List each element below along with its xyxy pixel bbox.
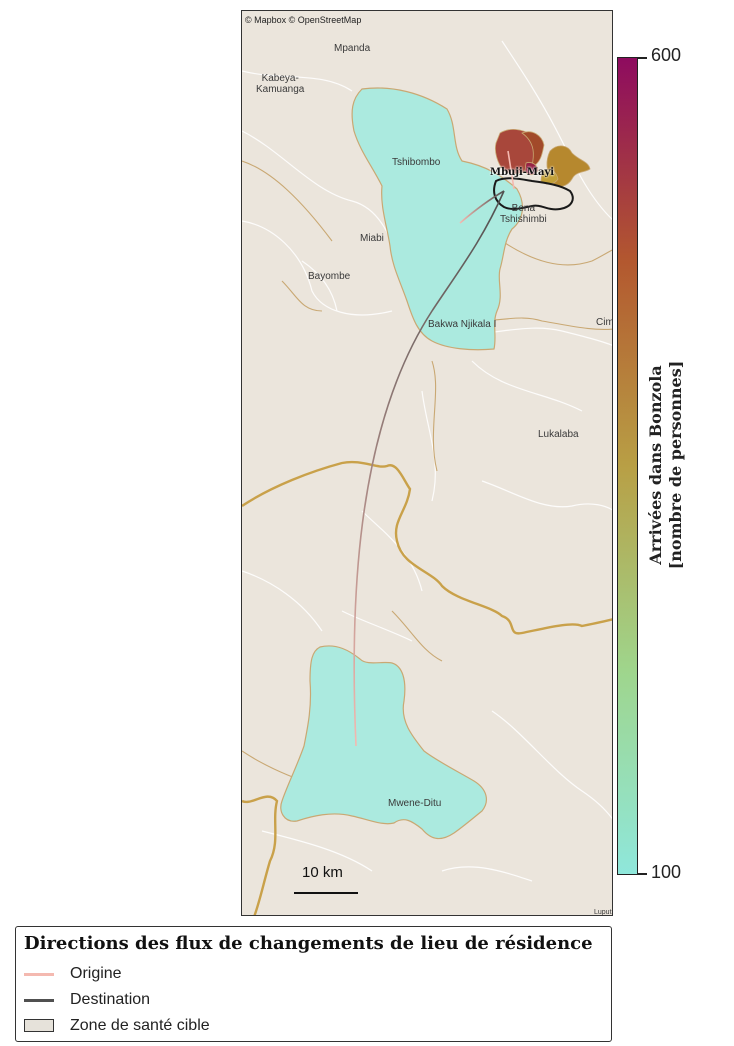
zone-tshibombo <box>351 87 524 351</box>
place-bayombe: Bayombe <box>308 271 351 282</box>
arrivals-choropleth <box>495 129 591 187</box>
colorbar-tick-min <box>638 873 647 875</box>
place-tshibombo: Tshibombo <box>392 157 441 168</box>
legend-swatch-origine <box>24 973 54 976</box>
legend: Directions des flux de changements de li… <box>15 926 612 1042</box>
health-zones <box>280 87 524 840</box>
place-lukalaba: Lukalaba <box>538 429 579 440</box>
zone-mwene-ditu <box>280 645 488 840</box>
place-miabi: Miabi <box>360 233 384 244</box>
colorbar <box>617 57 638 875</box>
scale-label: 10 km <box>302 864 343 881</box>
choropleth-zone-4 <box>524 162 539 176</box>
legend-label-zone-cible: Zone de santé cible <box>70 1017 210 1034</box>
place-bena-tshishimbi: Bena Tshishimbi <box>500 203 547 225</box>
place-luput: Luput <box>594 909 612 916</box>
place-bakwa-njikala: Bakwa Njikala I <box>428 319 497 330</box>
legend-label-origine: Origine <box>70 965 122 982</box>
colorbar-tick-max <box>638 57 647 59</box>
map-canvas <box>242 40 612 915</box>
choropleth-zone-2 <box>521 131 545 168</box>
place-mwene-ditu: Mwene-Ditu <box>388 798 442 809</box>
legend-title: Directions des flux de changements de li… <box>24 933 593 954</box>
scale-bar <box>294 892 358 894</box>
map-panel[interactable]: © Mapbox © OpenStreetMap Mpanda Kabeya- … <box>241 10 613 916</box>
legend-swatch-destination <box>24 999 54 1002</box>
target-zone-outline <box>493 177 574 211</box>
flow-arc-bena <box>459 190 505 224</box>
place-mpanda: Mpanda <box>334 43 371 54</box>
colorbar-title-line1: Arrivées dans Bonzola <box>646 365 665 565</box>
province-borders <box>242 460 612 915</box>
place-cimi: Cimi <box>596 317 613 328</box>
map-attribution: © Mapbox © OpenStreetMap <box>245 15 362 25</box>
legend-label-destination: Destination <box>70 991 151 1008</box>
place-kabeya-kamuanga: Kabeya- Kamuanga <box>256 73 305 95</box>
colorbar-title-line2: [nombre de personnes] <box>666 360 685 570</box>
colorbar-min-label: 100 <box>651 862 682 882</box>
flow-arc-mwene-ditu <box>353 190 505 747</box>
flow-arc-local <box>507 150 515 190</box>
city-mbuji-mayi: Mbuji-Mayi <box>490 167 555 178</box>
legend-swatch-zone-cible <box>24 1019 54 1032</box>
colorbar-max-label: 600 <box>651 45 682 65</box>
